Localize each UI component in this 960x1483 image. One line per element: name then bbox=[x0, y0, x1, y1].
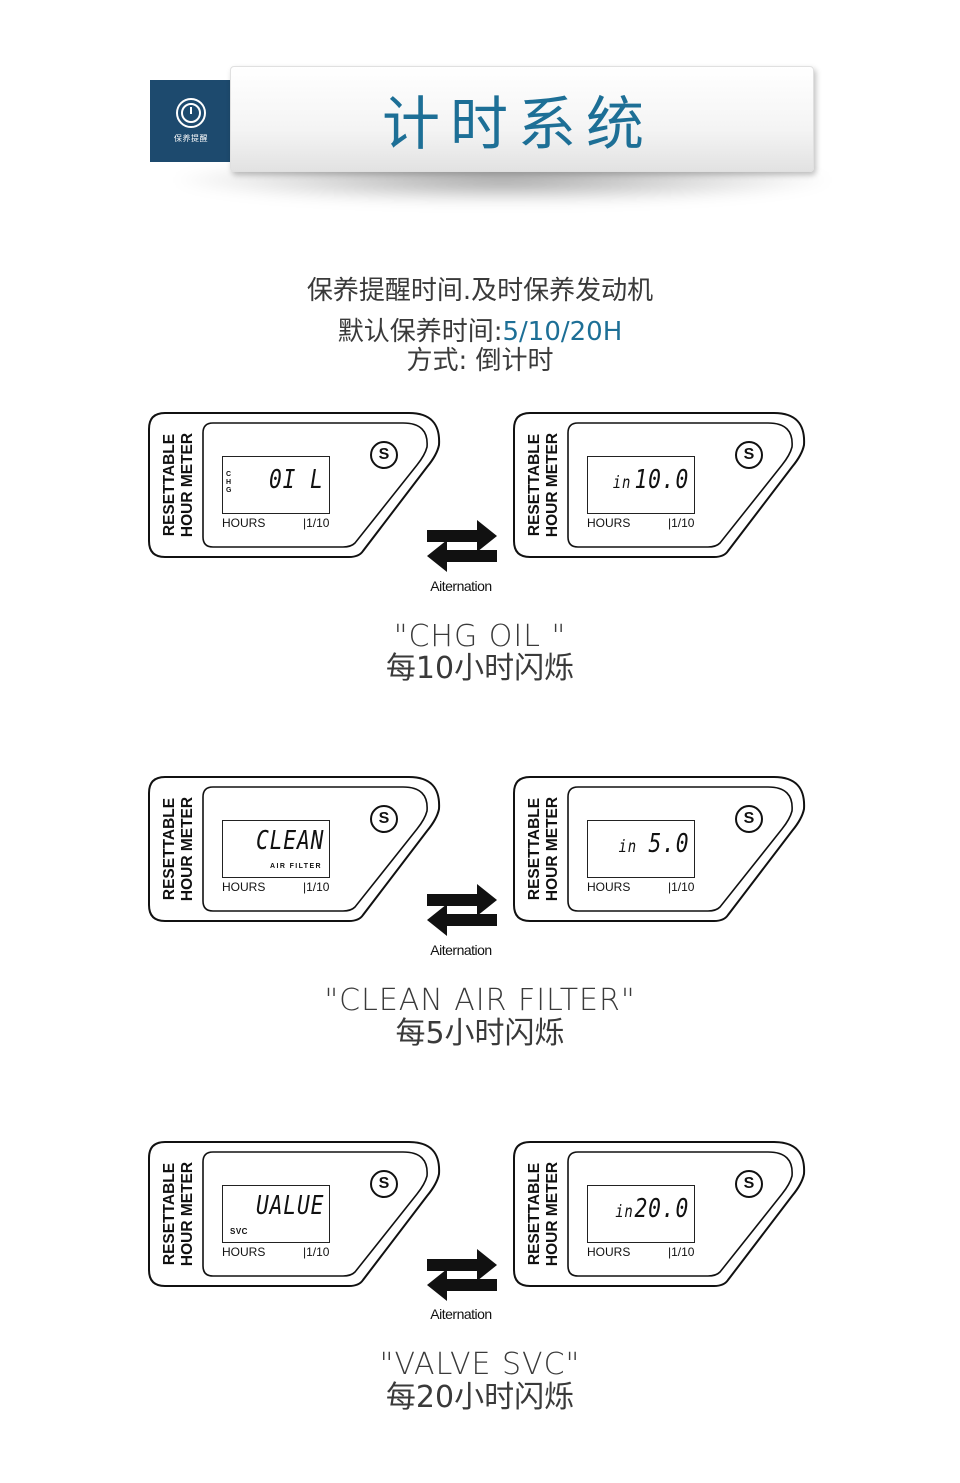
caption-cn-2: 每5小时闪烁 bbox=[395, 1016, 565, 1051]
alternation-label: Aiternation bbox=[430, 942, 492, 958]
title-banner: 计时系统 bbox=[230, 66, 814, 172]
caption-en-3: "VALVE SVC" bbox=[379, 1347, 581, 1382]
caption-cn-3: 每20小时闪烁 bbox=[385, 1380, 575, 1415]
lcd-screen: UALUE SVC bbox=[222, 1185, 330, 1243]
hours-label: HOURS bbox=[222, 1245, 266, 1259]
lcd-display: in 5.0 bbox=[618, 829, 689, 862]
s-button[interactable]: S bbox=[370, 441, 398, 469]
s-button[interactable]: S bbox=[735, 1170, 763, 1198]
lcd-display: 0I L bbox=[269, 465, 324, 495]
hours-label: HOURS bbox=[222, 880, 266, 894]
lcd-screen: CLEAN AIR FILTER bbox=[222, 820, 330, 878]
scale-label: |1/10 bbox=[668, 880, 695, 894]
scale-label: |1/10 bbox=[303, 1245, 330, 1259]
lcd-tag: AIR FILTER bbox=[270, 863, 322, 870]
alternation-arrows-icon bbox=[427, 884, 517, 944]
lcd-display: CLEAN bbox=[255, 826, 324, 856]
lcd-screen: CHG 0I L bbox=[222, 456, 330, 514]
default-intervals: 5/10/20H bbox=[502, 317, 623, 347]
s-button[interactable]: S bbox=[735, 441, 763, 469]
lcd-screen: in20.0 bbox=[587, 1185, 695, 1243]
hours-label: HOURS bbox=[222, 516, 266, 530]
scale-label: |1/10 bbox=[303, 880, 330, 894]
lcd-value: 20.0 bbox=[634, 1194, 689, 1224]
intro-line-3: 方式: 倒计时 bbox=[406, 346, 554, 376]
scale-label: |1/10 bbox=[668, 516, 695, 530]
intro-line-1: 保养提醒时间.及时保养发动机 bbox=[306, 276, 654, 306]
alternation-arrows-icon bbox=[427, 1249, 517, 1309]
caption-cn-1: 每10小时闪烁 bbox=[385, 651, 575, 686]
hours-label: HOURS bbox=[587, 880, 631, 894]
scale-label: |1/10 bbox=[668, 1245, 695, 1259]
lcd-prefix: in bbox=[618, 837, 637, 857]
lcd-tag: CHG bbox=[226, 471, 233, 494]
caption-en-1: "CHG OIL " bbox=[393, 619, 567, 654]
alternation-label: Aiternation bbox=[430, 1306, 492, 1322]
section-badge: 保养提醒 bbox=[150, 80, 232, 162]
hours-label: HOURS bbox=[587, 516, 631, 530]
alternation-arrows-icon bbox=[427, 520, 517, 580]
lcd-display: in20.0 bbox=[615, 1194, 689, 1227]
s-button[interactable]: S bbox=[370, 1170, 398, 1198]
lcd-value: 5.0 bbox=[648, 829, 689, 859]
alternation-label: Aiternation bbox=[430, 578, 492, 594]
lcd-prefix: in bbox=[612, 473, 632, 493]
clock-icon bbox=[176, 98, 206, 128]
badge-label: 保养提醒 bbox=[174, 134, 208, 143]
intro-line-2-prefix: 默认保养时间: bbox=[337, 317, 503, 347]
scale-label: |1/10 bbox=[303, 516, 330, 530]
lcd-display: UALUE bbox=[255, 1191, 324, 1221]
page-title: 计时系统 bbox=[381, 90, 654, 158]
s-button[interactable]: S bbox=[370, 805, 398, 833]
caption-en-2: "CLEAN AIR FILTER" bbox=[324, 983, 636, 1018]
lcd-screen: in 5.0 bbox=[587, 820, 695, 878]
hours-label: HOURS bbox=[587, 1245, 631, 1259]
intro-line-2: 默认保养时间:5/10/20H bbox=[0, 311, 960, 348]
lcd-value: 10.0 bbox=[634, 465, 689, 495]
lcd-prefix: in bbox=[615, 1202, 634, 1222]
s-button[interactable]: S bbox=[735, 805, 763, 833]
lcd-tag: SVC bbox=[230, 1227, 248, 1236]
